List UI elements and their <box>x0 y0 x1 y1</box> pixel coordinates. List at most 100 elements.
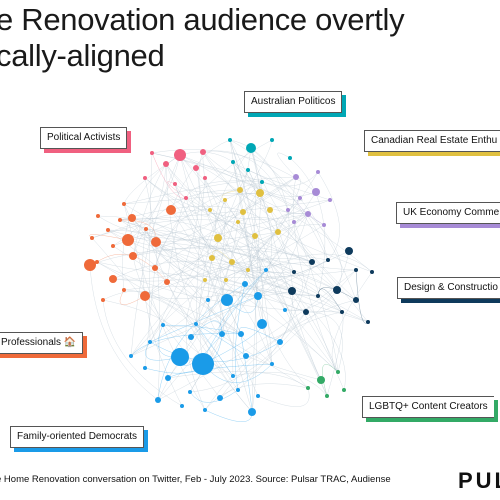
node-design-construction <box>326 258 330 262</box>
network-link <box>185 279 206 411</box>
network-link <box>149 167 200 343</box>
node-canadian-real-estate <box>209 255 215 261</box>
network-link <box>185 180 263 199</box>
node-professionals <box>151 237 161 247</box>
network-link <box>127 163 167 241</box>
node-design-construction <box>353 297 359 303</box>
network-link <box>132 163 167 257</box>
node-family-democrats <box>188 334 194 340</box>
node-family-democrats <box>283 308 287 312</box>
node-canadian-real-estate <box>236 220 240 224</box>
network-link <box>322 364 339 397</box>
network-link <box>102 299 183 407</box>
node-lgbtq <box>342 388 346 392</box>
node-canadian-real-estate <box>275 229 281 235</box>
node-family-democrats <box>194 322 198 326</box>
network-link <box>155 199 331 243</box>
node-uk-economy <box>328 198 332 202</box>
node-australian-politicos <box>246 143 256 153</box>
network-link <box>211 213 309 259</box>
node-family-democrats <box>256 394 260 398</box>
node-family-democrats <box>254 292 262 300</box>
network-link <box>144 258 313 297</box>
node-lgbtq <box>317 376 325 384</box>
node-family-democrats <box>277 339 283 345</box>
network-link <box>174 183 261 194</box>
node-family-democrats <box>161 323 165 327</box>
node-professionals <box>140 291 150 301</box>
node-canadian-real-estate <box>223 198 227 202</box>
node-political-activists <box>200 149 206 155</box>
network-link <box>170 209 319 297</box>
label-text: UK Economy Comme <box>403 207 500 218</box>
node-family-democrats <box>236 388 240 392</box>
network-link <box>91 219 279 239</box>
node-family-democrats <box>217 395 223 401</box>
network-nodes <box>84 138 374 416</box>
node-canadian-real-estate <box>203 278 207 282</box>
network-link <box>144 267 156 369</box>
label-text: Family-oriented Democrats <box>17 431 138 442</box>
node-design-construction <box>316 294 320 298</box>
node-lgbtq <box>325 394 329 398</box>
node-design-construction <box>354 268 358 272</box>
node-canadian-real-estate <box>246 268 250 272</box>
label-text: LGBTQ+ Content Creators <box>369 401 488 412</box>
node-australian-politicos <box>231 160 235 164</box>
network-link <box>123 154 181 205</box>
node-family-democrats <box>257 319 267 329</box>
network-link <box>232 161 273 365</box>
node-lgbtq <box>336 370 340 374</box>
network-link <box>91 209 211 239</box>
network-link <box>154 176 297 269</box>
node-australian-politicos <box>270 138 274 142</box>
node-design-construction <box>288 287 296 295</box>
node-australian-politicos <box>246 168 250 172</box>
network-link <box>307 213 342 291</box>
label-australian-politicos: Australian Politicos <box>244 91 343 113</box>
network-link <box>165 163 253 413</box>
node-uk-economy <box>286 208 290 212</box>
page-title: e Renovation audience overtly cally-alig… <box>0 2 500 74</box>
network-link <box>119 219 206 281</box>
node-family-democrats <box>238 331 244 337</box>
node-family-democrats <box>165 375 171 381</box>
node-professionals <box>164 279 170 285</box>
label-text: Australian Politicos <box>251 96 336 107</box>
network-link <box>265 253 373 273</box>
brand-logo: PUL <box>458 468 500 493</box>
network-link <box>112 257 213 280</box>
node-family-democrats <box>129 354 133 358</box>
network-link <box>305 311 343 373</box>
network-link <box>229 139 264 325</box>
network-link <box>229 139 289 211</box>
label-design-construction: Design & Constructio <box>397 277 500 299</box>
node-canadian-real-estate <box>208 208 212 212</box>
label-family-democrats: Family-oriented Democrats <box>10 426 145 448</box>
node-design-construction <box>345 247 353 255</box>
network-link <box>195 147 252 325</box>
node-professionals <box>128 214 136 222</box>
node-uk-economy <box>316 170 320 174</box>
node-family-democrats <box>180 404 184 408</box>
label-political-activists: Political Activists <box>40 127 128 149</box>
node-uk-economy <box>322 223 326 227</box>
network-link <box>130 259 329 357</box>
network-link <box>250 147 357 301</box>
network-link <box>257 213 309 297</box>
network-link <box>145 228 259 297</box>
network-link <box>119 205 279 233</box>
network-link <box>289 157 326 297</box>
network-link <box>269 209 293 343</box>
node-family-democrats <box>242 281 248 287</box>
network-link <box>237 216 313 263</box>
network-link <box>215 147 252 239</box>
network-link <box>154 267 293 297</box>
source-footnote: e Home Renovation conversation on Twitte… <box>0 474 391 485</box>
network-link <box>190 199 226 338</box>
network-link <box>234 283 246 391</box>
node-australian-politicos <box>228 138 232 142</box>
network-link <box>317 287 357 301</box>
network-link <box>89 247 329 266</box>
network-link <box>179 154 339 373</box>
